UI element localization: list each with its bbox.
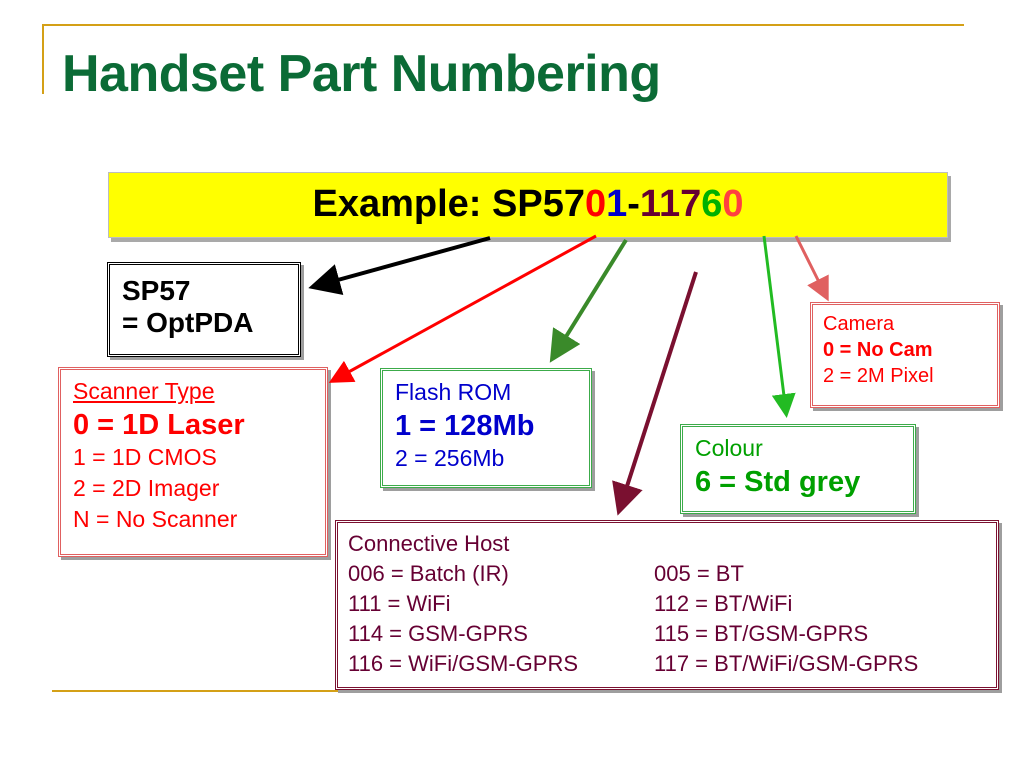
host-row: 116 = WiFi/GSM-GPRS 117 = BT/WiFi/GSM-GP… xyxy=(348,651,986,677)
host-code: 117 = BT/WiFi/GSM-GPRS xyxy=(654,651,919,676)
scanner-heading: Scanner Type xyxy=(73,378,215,404)
scanner-type-box: Scanner Type 0 = 1D Laser 1 = 1D CMOS 2 … xyxy=(58,367,328,557)
arrow-to-host xyxy=(612,271,698,516)
arrow-to-sp57 xyxy=(308,236,491,296)
arrow-to-scanner xyxy=(328,234,597,383)
sp57-line1: SP57 xyxy=(122,275,191,306)
part-camera-digit: 0 xyxy=(722,183,744,225)
scanner-option: 1 = 1D CMOS xyxy=(73,444,217,470)
flash-option: 2 = 256Mb xyxy=(395,445,505,471)
colour-highlight: 6 = Std grey xyxy=(695,466,861,498)
host-code: 114 = GSM-GPRS xyxy=(348,621,528,646)
arrow-to-colour xyxy=(762,235,796,418)
host-row: 114 = GSM-GPRS 115 = BT/GSM-GPRS xyxy=(348,621,986,647)
host-code: 005 = BT xyxy=(654,561,744,586)
sp57-box: SP57 = OptPDA xyxy=(107,262,301,357)
host-code: 116 = WiFi/GSM-GPRS xyxy=(348,651,579,676)
flash-heading: Flash ROM xyxy=(395,379,512,405)
host-code: 006 = Batch (IR) xyxy=(348,561,509,586)
colour-heading: Colour xyxy=(695,435,763,461)
sp57-line2: = OptPDA xyxy=(122,307,254,338)
host-code: 111 = WiFi xyxy=(348,591,451,616)
camera-option: 2 = 2M Pixel xyxy=(823,365,934,387)
host-heading: Connective Host xyxy=(348,531,510,556)
part-colour-digit: 6 xyxy=(701,183,723,225)
scanner-highlight: 0 = 1D Laser xyxy=(73,409,245,441)
host-row: 006 = Batch (IR) 005 = BT xyxy=(348,561,986,587)
arrow-to-flash xyxy=(549,238,628,363)
part-scanner-digit: 0 xyxy=(584,183,607,225)
part-flash-digit: 1 xyxy=(606,183,628,225)
host-code: 115 = BT/GSM-GPRS xyxy=(654,621,869,646)
camera-highlight: 0 = No Cam xyxy=(823,339,933,361)
arrow-to-camera xyxy=(794,235,829,302)
example-part-number: Example: SP5701-11760 xyxy=(109,183,947,226)
colour-box: Colour 6 = Std grey xyxy=(680,424,916,514)
example-bar: Example: SP5701-11760 xyxy=(108,172,948,238)
part-host-digits: 117 xyxy=(639,183,702,225)
top-rule xyxy=(42,24,964,26)
camera-heading: Camera xyxy=(823,313,895,335)
bottom-rule xyxy=(52,690,972,692)
left-rule xyxy=(42,24,44,94)
camera-box: Camera 0 = No Cam 2 = 2M Pixel xyxy=(810,302,1000,408)
connective-host-box: Connective Host 006 = Batch (IR) 005 = B… xyxy=(335,520,999,690)
flash-rom-box: Flash ROM 1 = 128Mb 2 = 256Mb xyxy=(380,368,592,488)
page-title: Handset Part Numbering xyxy=(62,45,661,103)
host-code: 112 = BT/WiFi xyxy=(654,591,793,616)
part-prefix: SP57 xyxy=(492,183,585,225)
host-row: 111 = WiFi 112 = BT/WiFi xyxy=(348,591,986,617)
scanner-option: N = No Scanner xyxy=(73,506,238,532)
scanner-option: 2 = 2D Imager xyxy=(73,475,220,501)
example-label: Example: xyxy=(312,183,493,225)
part-dash: - xyxy=(627,183,640,225)
flash-highlight: 1 = 128Mb xyxy=(395,410,535,442)
